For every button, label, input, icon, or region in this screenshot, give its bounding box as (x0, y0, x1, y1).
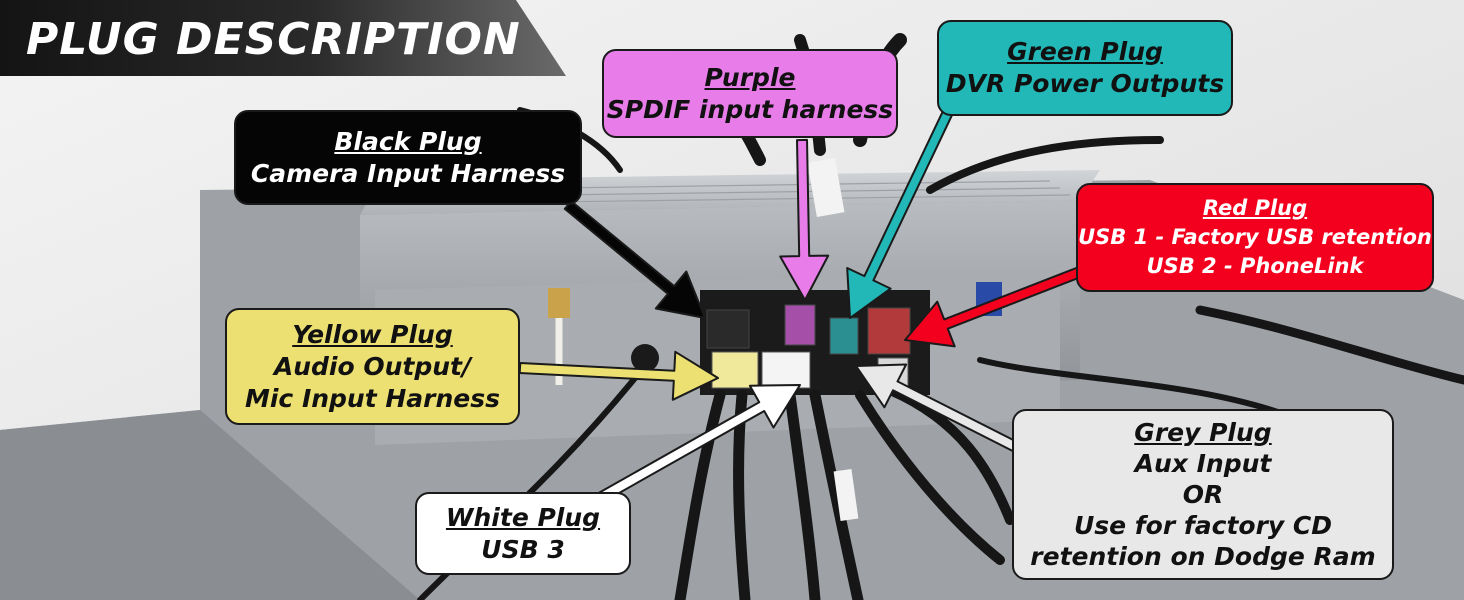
green-plug-socket (829, 317, 859, 355)
grey-plug-desc-line: retention on Dodge Ram (1030, 542, 1376, 571)
green-plug-arrow (846, 108, 954, 319)
purple-plug-title: Purple (704, 62, 796, 92)
page-title: PLUG DESCRIPTION (26, 14, 521, 65)
red-plug-desc-line: USB 1 - Factory USB retention (1078, 225, 1432, 249)
grey-plug-desc-line: OR (1182, 480, 1224, 509)
green-plug-desc-line: DVR Power Outputs (945, 69, 1225, 98)
title-banner (0, 0, 566, 76)
arrows (518, 108, 1088, 504)
purple-plug-arrow (779, 138, 830, 301)
yellow-plug-desc-line: Mic Input Harness (244, 383, 501, 413)
white-plug-title: White Plug (445, 502, 601, 532)
red-plug-arrow (904, 264, 1088, 348)
white-plug-desc-line: USB 3 (481, 534, 565, 564)
white-plug-arrow (596, 384, 801, 504)
black-plug-desc-line: Camera Input Harness (250, 158, 566, 188)
yellow-plug-socket (711, 351, 759, 389)
green-plug-title: Green Plug (1007, 37, 1163, 66)
yellow-plug-title: Yellow Plug (292, 319, 453, 349)
grey-plug-arrow (855, 363, 1022, 454)
black-plug-title: Black Plug (334, 126, 482, 156)
black-plug-socket (706, 309, 750, 349)
yellow-plug-desc-line: Audio Output/ (273, 351, 472, 381)
black-plug-arrow (563, 200, 706, 319)
purple-plug-desc-line: SPDIF input harness (606, 94, 894, 124)
yellow-plug-arrow (518, 350, 719, 401)
red-plug-title: Red Plug (1202, 196, 1308, 220)
grey-plug-title: Grey Plug (1134, 418, 1272, 447)
purple-plug-socket (784, 304, 816, 346)
white-plug-socket (761, 351, 811, 389)
grey-plug-desc-line: Use for factory CD (1073, 511, 1333, 540)
red-plug-desc-line: USB 2 - PhoneLink (1146, 254, 1364, 278)
grey-plug-desc-line: Aux Input (1134, 449, 1272, 478)
red-plug-socket (867, 307, 911, 355)
